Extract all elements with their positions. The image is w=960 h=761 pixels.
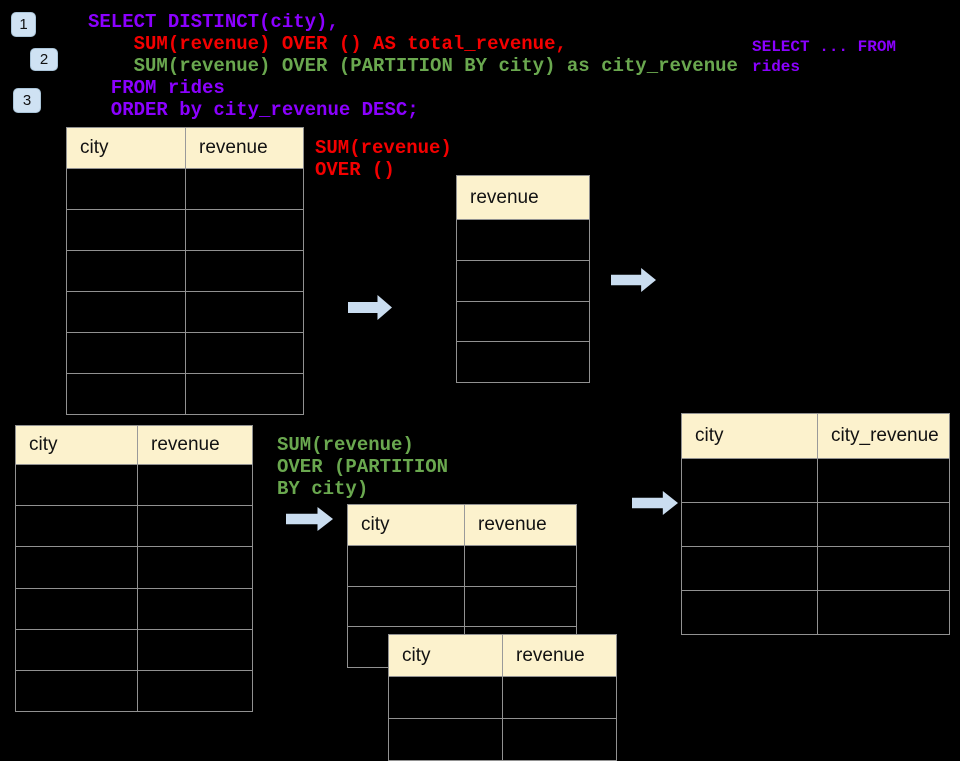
table-partition-back: city revenue <box>347 504 577 668</box>
table-source-top: city revenue <box>66 127 304 415</box>
col-header-city: city <box>682 414 818 458</box>
table-row <box>389 718 616 760</box>
table-row <box>457 259 589 301</box>
table-row <box>457 219 589 260</box>
table-row <box>682 546 949 590</box>
table-row <box>682 458 949 502</box>
label-sum-over-total: SUM(revenue) OVER () <box>315 137 452 181</box>
table-row <box>16 587 252 629</box>
table-row <box>67 332 303 373</box>
label-sum-over-partition: SUM(revenue) OVER (PARTITION BY city) <box>277 434 449 500</box>
step-badge-1: 1 <box>11 12 36 37</box>
table-source-bottom: city revenue <box>15 425 253 712</box>
table-row <box>67 209 303 250</box>
table-row <box>67 373 303 414</box>
table-city-revenue: city city_revenue <box>681 413 950 635</box>
col-header-revenue: revenue <box>478 514 547 535</box>
table-partition-front-header: city revenue <box>389 635 616 676</box>
col-header-city: city <box>16 426 138 464</box>
table-row <box>682 590 949 634</box>
col-header-revenue: revenue <box>470 186 539 208</box>
table-row <box>16 464 252 506</box>
table-row <box>348 585 576 627</box>
table-row <box>16 669 252 712</box>
step-badge-2: 2 <box>30 48 58 71</box>
col-header-city-revenue: city_revenue <box>831 425 939 446</box>
sql-line-order-by: ORDER by city_revenue DESC; <box>88 99 419 121</box>
sql-line-select: SELECT DISTINCT(city), <box>88 11 339 33</box>
table-source-top-header: city revenue <box>67 128 303 168</box>
table-city-revenue-header: city city_revenue <box>682 414 949 458</box>
sql-line-city-revenue: SUM(revenue) OVER (PARTITION BY city) as… <box>88 55 738 77</box>
col-header-revenue: revenue <box>199 137 268 158</box>
col-header-revenue: revenue <box>151 434 220 455</box>
table-row <box>16 628 252 670</box>
table-partition-front: city revenue <box>388 634 617 761</box>
table-row <box>389 676 616 718</box>
table-total-revenue: revenue <box>456 175 590 383</box>
table-row <box>67 250 303 291</box>
table-source-bottom-header: city revenue <box>16 426 252 464</box>
right-arrow-icon <box>611 268 656 292</box>
table-row <box>457 341 589 382</box>
table-row <box>348 545 576 586</box>
col-header-revenue: revenue <box>516 644 585 666</box>
table-row <box>16 546 252 588</box>
right-arrow-icon <box>632 491 678 515</box>
right-arrow-icon <box>348 295 392 320</box>
table-row <box>67 291 303 332</box>
table-row <box>682 502 949 546</box>
col-header-city: city <box>389 635 503 676</box>
sql-line-total-revenue: SUM(revenue) OVER () AS total_revenue, <box>88 33 567 55</box>
sql-code-block: SELECT DISTINCT(city), SUM(revenue) OVER… <box>88 11 738 121</box>
table-total-revenue-header: revenue <box>457 176 589 219</box>
table-partition-back-header: city revenue <box>348 505 576 545</box>
step-badge-3: 3 <box>13 88 41 113</box>
table-row <box>67 168 303 209</box>
col-header-city: city <box>348 505 465 545</box>
sql-line-from: FROM rides <box>88 77 225 99</box>
table-row <box>457 300 589 342</box>
right-arrow-icon <box>286 507 333 531</box>
col-header-city: city <box>67 128 186 168</box>
side-note-select-from-rides: SELECT ... FROM rides <box>752 38 897 76</box>
table-row <box>16 505 252 547</box>
